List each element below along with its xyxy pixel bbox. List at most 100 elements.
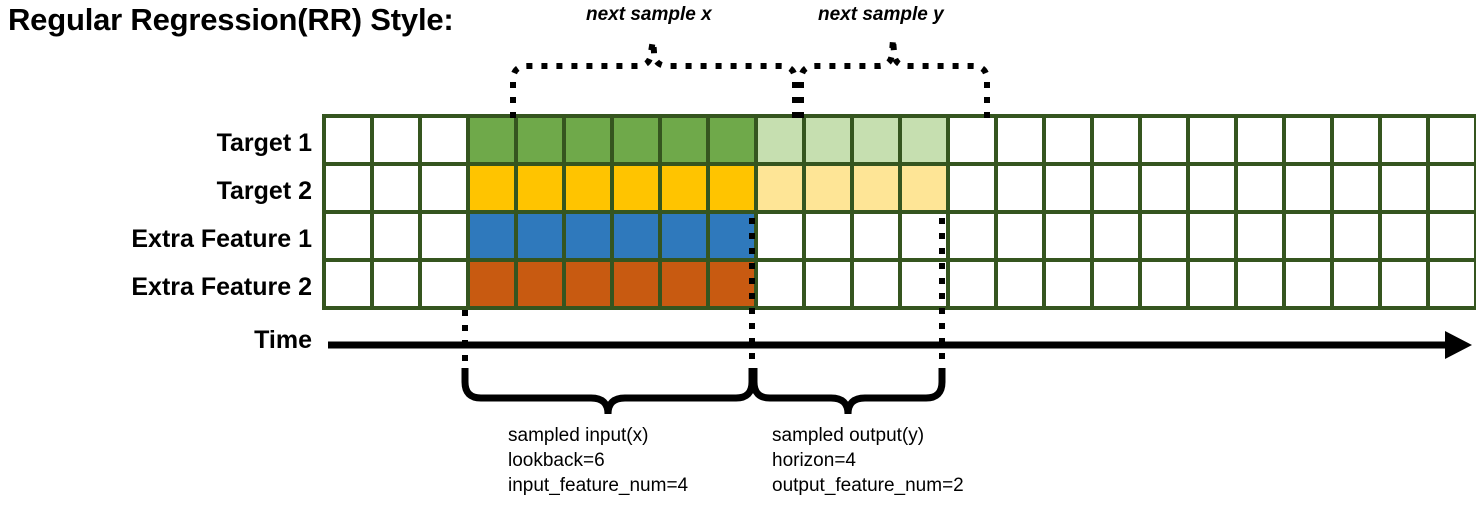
grid-cell-empty [1046,166,1090,210]
grid-cell-empty [1430,214,1474,258]
grid-cell-output [806,166,850,210]
grid-cell-input [518,214,562,258]
grid-cell-empty [998,214,1042,258]
grid-cell-empty [326,214,370,258]
grid-cell-empty [374,262,418,306]
grid-row [326,214,1474,258]
annotation-next-sample-y: next sample y [818,4,944,25]
grid-cell-input [470,214,514,258]
grid-cell-output [854,118,898,162]
annotation-sampled-output: sampled output(y) horizon=4 output_featu… [772,425,964,496]
grid-cell-empty [374,166,418,210]
grid-row [326,166,1474,210]
grid-cell-empty [950,262,994,306]
grid-cell-input [566,262,610,306]
grid-cell-input [710,214,754,258]
brace-sampled-output [750,368,946,415]
grid-cell-empty [1046,262,1090,306]
grid-cell-input [614,262,658,306]
grid-cell-input [710,166,754,210]
grid-cell-empty [1142,262,1186,306]
grid-cell-empty [854,262,898,306]
grid-cell-input [518,118,562,162]
grid-cell-empty [422,166,466,210]
dotted-brace-next-sample-y [798,39,990,118]
grid-cell-empty [1238,214,1282,258]
grid-cell-input [662,166,706,210]
grid-cell-empty [422,118,466,162]
grid-cell-empty [422,262,466,306]
grid-cell-empty [1382,262,1426,306]
grid-cell-empty [758,214,802,258]
grid-cell-output [902,118,946,162]
grid-cell-input [662,262,706,306]
brace-sampled-input [461,368,756,415]
grid-cell-empty [374,214,418,258]
grid-cell-empty [1238,166,1282,210]
grid-cell-empty [1190,166,1234,210]
grid-cell-empty [1286,214,1330,258]
grid-cell-empty [1334,118,1378,162]
grid-cell-empty [1094,118,1138,162]
grid-cell-output [806,118,850,162]
grid-cell-empty [1382,166,1426,210]
grid-cell-empty [1046,118,1090,162]
grid-cell-input [614,214,658,258]
annotation-sampled-input: sampled input(x) lookback=6 input_featur… [508,425,689,496]
grid-cell-input [566,214,610,258]
row-label-extra-feature-1: Extra Feature 1 [131,225,312,253]
grid-cell-empty [1286,166,1330,210]
grid-cell-empty [998,166,1042,210]
grid-cell-input [470,262,514,306]
grid-cell-empty [1286,118,1330,162]
grid-cell-empty [950,214,994,258]
grid-row [326,118,1474,162]
grid-cell-empty [998,118,1042,162]
grid-cell-empty [902,214,946,258]
time-axis-arrow [328,331,1472,359]
grid-cell-empty [1430,166,1474,210]
row-label-target-2: Target 2 [216,177,312,205]
grid-cell-empty [1046,214,1090,258]
grid-cell-empty [1334,214,1378,258]
grid-cell-empty [1190,214,1234,258]
grid-cell-empty [950,118,994,162]
grid-cell-empty [1382,214,1426,258]
grid-cell-empty [1430,262,1474,306]
grid-cell-output [854,166,898,210]
grid-cell-empty [1142,166,1186,210]
grid-cell-empty [998,262,1042,306]
grid-cell-empty [1094,166,1138,210]
grid-cell-empty [758,262,802,306]
grid-cell-input [470,166,514,210]
grid-cell-input [710,262,754,306]
grid-cell-empty [1286,262,1330,306]
grid-cell-empty [806,262,850,306]
grid-cell-input [614,166,658,210]
grid-cell-input [518,262,562,306]
dotted-brace-next-sample-x [510,39,798,118]
time-axis-label: Time [254,326,312,354]
grid-cell-empty [1238,262,1282,306]
grid-cell-input [518,166,562,210]
grid-cell-input [566,118,610,162]
grid-cell-output [902,166,946,210]
annotation-next-sample-x: next sample x [586,4,712,25]
row-label-extra-feature-2: Extra Feature 2 [131,273,312,301]
grid-cell-empty [1190,262,1234,306]
grid-cell-empty [1142,214,1186,258]
grid-cell-input [662,214,706,258]
grid-cell-input [710,118,754,162]
timeseries-grid [322,114,1476,310]
grid-cell-empty [326,118,370,162]
grid-cell-empty [1094,214,1138,258]
grid-cell-empty [902,262,946,306]
grid-cell-empty [1430,118,1474,162]
grid-cell-empty [806,214,850,258]
grid-cell-empty [950,166,994,210]
row-label-target-1: Target 1 [216,129,312,157]
grid-cell-empty [1382,118,1426,162]
grid-row [326,262,1474,306]
grid-cell-empty [1190,118,1234,162]
grid-cell-empty [326,166,370,210]
